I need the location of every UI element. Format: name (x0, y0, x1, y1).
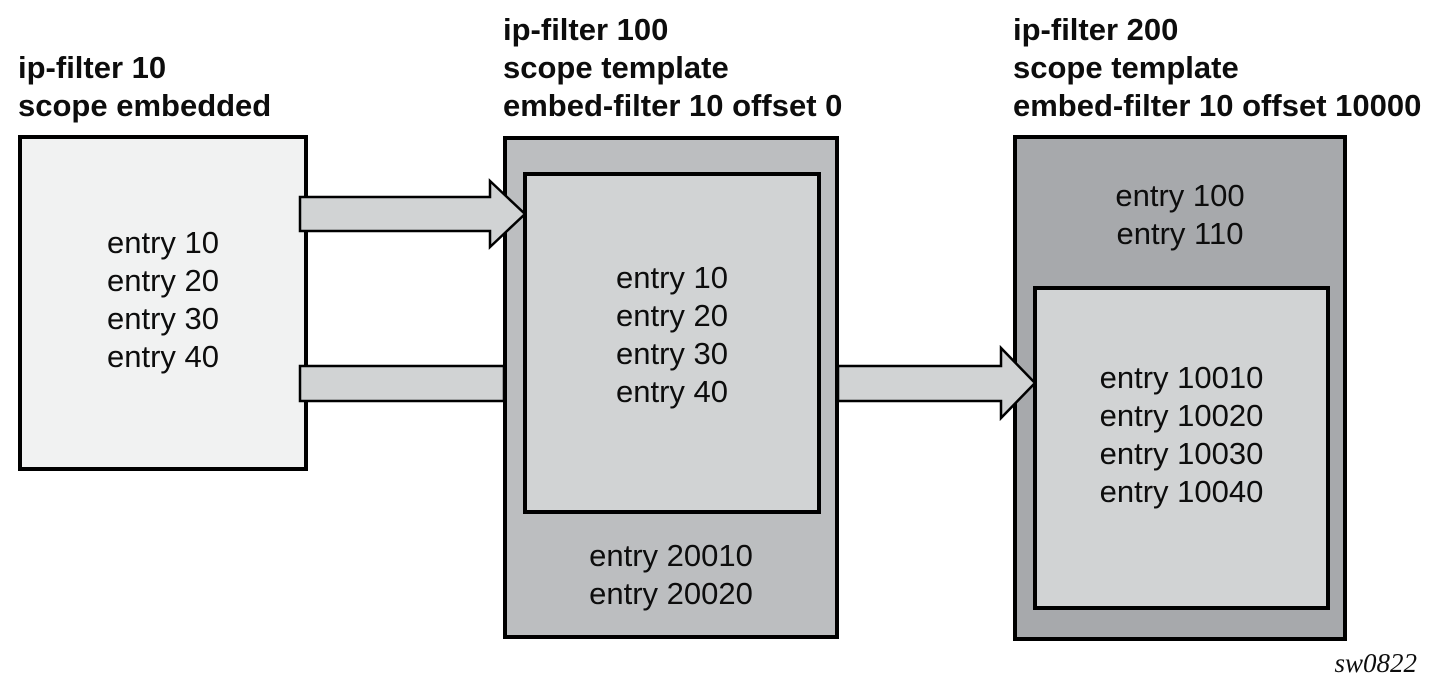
title-line: ip-filter 100 (503, 12, 669, 47)
filter-100-embedded-box (523, 172, 821, 514)
entry-line: entry 10 (106, 225, 219, 260)
entry-line: entry 20 (615, 298, 728, 333)
figure-id-watermark: sw0822 (1334, 648, 1417, 678)
entry-line: entry 30 (106, 301, 219, 336)
title-line: ip-filter 10 (18, 50, 167, 85)
filter-10-title: ip-filter 10 scope embedded (18, 49, 271, 125)
title-line: scope template (1013, 50, 1239, 85)
filter-10-box (18, 135, 308, 471)
entry-line: entry 100 (1115, 178, 1245, 213)
entry-line: entry 40 (615, 374, 728, 409)
entry-line: entry 10040 (1099, 474, 1264, 509)
title-line: scope template (503, 50, 729, 85)
entry-line: entry 20010 (589, 538, 753, 573)
entry-line: entry 10 (615, 260, 728, 295)
entry-line: entry 20 (106, 263, 219, 298)
entry-line: entry 10020 (1099, 398, 1264, 433)
filter-200-title: ip-filter 200 scope template embed-filte… (1013, 11, 1421, 125)
filter-200-embedded-box (1033, 286, 1330, 610)
arrow-filter10-to-filter100-icon (298, 178, 527, 250)
title-line: ip-filter 200 (1013, 12, 1179, 47)
arrow-shaft-filter10-through-filter100-icon (298, 364, 506, 403)
filter-100-own-entries: entry 20010 entry 20020 (503, 537, 839, 613)
title-line: scope embedded (18, 88, 272, 123)
entry-line: entry 20020 (589, 576, 753, 611)
entry-line: entry 30 (615, 336, 728, 371)
title-line: embed-filter 10 offset 0 (503, 88, 843, 123)
title-line: embed-filter 10 offset 10000 (1013, 88, 1422, 123)
filter-200-own-entries: entry 100 entry 110 (1013, 177, 1347, 253)
filter-200-embedded-entries: entry 10010 entry 10020 entry 10030 entr… (1033, 359, 1330, 511)
entry-line: entry 110 (1116, 216, 1244, 251)
entry-line: entry 10030 (1099, 436, 1264, 471)
filter-100-title: ip-filter 100 scope template embed-filte… (503, 11, 842, 125)
filter-10-entries: entry 10 entry 20 entry 30 entry 40 (18, 224, 308, 376)
entry-line: entry 40 (106, 339, 219, 374)
arrow-filter100-to-filter200-icon (836, 344, 1037, 422)
entry-line: entry 10010 (1099, 360, 1264, 395)
filter-100-embedded-entries: entry 10 entry 20 entry 30 entry 40 (523, 259, 821, 411)
